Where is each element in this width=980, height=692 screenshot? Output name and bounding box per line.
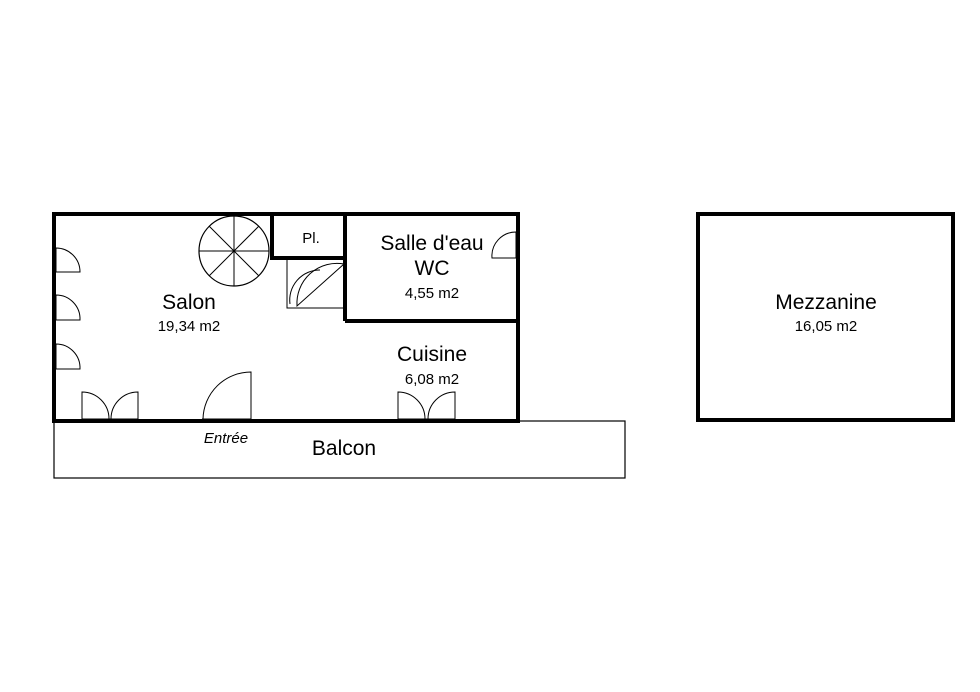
salle-eau-name-wc: WC	[415, 257, 450, 280]
mezzanine-name: Mezzanine	[775, 291, 877, 314]
spiral-staircase	[198, 215, 270, 287]
cuisine-area: 6,08 m2	[405, 371, 459, 388]
window-left-2	[55, 294, 81, 321]
double-door-salon	[81, 391, 139, 420]
mezzanine-outline	[696, 212, 955, 422]
salon-area: 19,34 m2	[158, 318, 221, 335]
mezzanine-area: 16,05 m2	[795, 318, 858, 335]
salle-eau-area: 4,55 m2	[405, 285, 459, 302]
placard-name: Pl.	[302, 230, 320, 247]
cuisine-name: Cuisine	[397, 343, 467, 366]
balcon-name: Balcon	[312, 437, 376, 460]
salle-eau-name: Salle d'eau	[380, 232, 483, 255]
window-left-3	[55, 343, 81, 370]
door-salle-eau	[491, 231, 517, 259]
balcon-outline	[53, 420, 626, 479]
entrance-label: Entrée	[204, 430, 248, 447]
door-passage	[286, 257, 346, 309]
entrance-door	[202, 371, 252, 420]
salon-name: Salon	[162, 291, 216, 314]
double-door-cuisine	[397, 391, 456, 420]
window-left-1	[55, 247, 81, 273]
